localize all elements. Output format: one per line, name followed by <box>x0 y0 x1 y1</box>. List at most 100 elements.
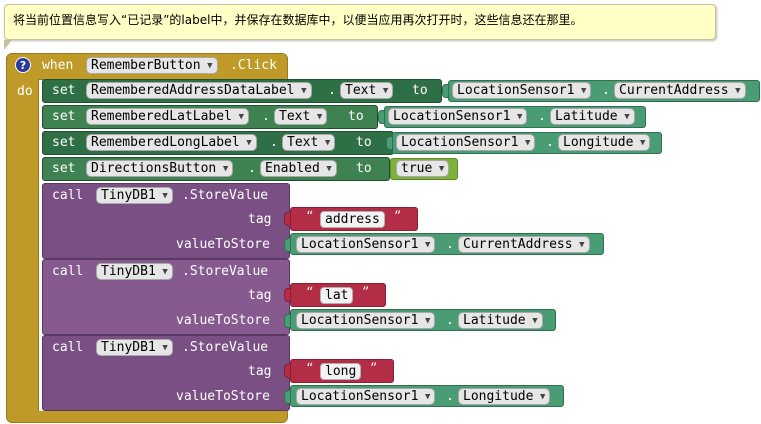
set3-component-label: RememberedLongLabel <box>91 135 240 150</box>
call1-component-dropdown[interactable]: TinyDB1 ▼ <box>96 187 173 204</box>
method-name: .StoreValue <box>182 188 269 203</box>
event-component-dropdown[interactable]: RememberButton ▼ <box>86 57 218 74</box>
chevron-down-icon: ▼ <box>532 316 538 326</box>
chevron-down-icon: ▼ <box>207 61 213 71</box>
chevron-down-icon: ▼ <box>735 86 741 96</box>
comment-bubble[interactable]: 将当前位置信息写入“已记录”的label中，并保存在数据库中，以便当应用再次打开… <box>4 4 716 40</box>
call2-value-component-label: LocationSensor1 <box>301 313 419 328</box>
chevron-down-icon: ▼ <box>540 392 546 402</box>
get1-property-label: CurrentAddress <box>619 83 729 98</box>
tag-label: tag <box>248 288 272 303</box>
close-quote: ” <box>362 285 370 301</box>
value-to-store-label: valueToStore <box>176 313 270 328</box>
dot-separator: . <box>262 109 270 124</box>
get2-property-dropdown[interactable]: Latitude ▼ <box>550 108 635 125</box>
get3-component-label: LocationSensor1 <box>401 135 519 150</box>
chevron-down-icon: ▼ <box>438 164 445 174</box>
getter-plug <box>386 136 394 150</box>
set-keyword: set <box>52 161 76 176</box>
when-keyword: when <box>42 58 74 73</box>
set4-property-dropdown[interactable]: Enabled ▼ <box>260 160 337 177</box>
call2-value-component-dropdown[interactable]: LocationSensor1 ▼ <box>296 312 436 329</box>
boolean-dropdown[interactable]: true ▼ <box>396 160 450 177</box>
call-keyword: call <box>52 188 84 203</box>
open-quote: “ <box>306 209 314 225</box>
call3-value-property-label: Longitude <box>463 389 534 404</box>
dot-separator: . <box>546 135 554 150</box>
getter-plug <box>442 84 450 98</box>
set1-component-dropdown[interactable]: RememberedAddressDataLabel ▼ <box>86 82 312 99</box>
getter-plug <box>378 110 386 124</box>
call2-value-property-dropdown[interactable]: Latitude ▼ <box>458 312 543 329</box>
event-component-label: RememberButton <box>91 58 201 73</box>
call3-value-component-dropdown[interactable]: LocationSensor1 ▼ <box>296 388 436 405</box>
call2-value-property-label: Latitude <box>463 313 526 328</box>
dot-separator: . <box>446 237 454 252</box>
call1-value-property-dropdown[interactable]: CurrentAddress ▼ <box>458 236 590 253</box>
set-keyword: set <box>52 135 76 150</box>
tag-label: tag <box>248 364 272 379</box>
call2-component-label: TinyDB1 <box>101 264 156 279</box>
open-quote: “ <box>306 361 314 377</box>
chevron-down-icon: ▼ <box>222 164 229 174</box>
set4-component-dropdown[interactable]: DirectionsButton ▼ <box>86 160 234 177</box>
getter-plug <box>284 238 292 252</box>
call1-value-component-dropdown[interactable]: LocationSensor1 ▼ <box>296 236 436 253</box>
set-keyword: set <box>52 83 76 98</box>
chevron-down-icon: ▼ <box>424 392 431 402</box>
call-keyword: call <box>52 340 84 355</box>
close-quote: ” <box>394 209 402 225</box>
call1-value-property-label: CurrentAddress <box>463 237 573 252</box>
call1-value-component-label: LocationSensor1 <box>301 237 419 252</box>
chevron-down-icon: ▼ <box>162 267 168 277</box>
method-name: .StoreValue <box>182 264 269 279</box>
chevron-down-icon: ▼ <box>580 86 587 96</box>
comment-tail <box>4 40 12 50</box>
chevron-down-icon: ▼ <box>324 138 331 148</box>
dot-separator: . <box>248 161 256 176</box>
tag-label: tag <box>248 212 272 227</box>
call3-component-dropdown[interactable]: TinyDB1 ▼ <box>96 339 173 356</box>
value-to-store-label: valueToStore <box>176 389 270 404</box>
chevron-down-icon: ▼ <box>301 86 307 96</box>
method-name: .StoreValue <box>182 340 269 355</box>
event-name: .Click <box>230 58 277 73</box>
getter-plug <box>284 390 292 404</box>
set-keyword: set <box>52 109 76 124</box>
chevron-down-icon: ▼ <box>382 86 389 96</box>
get1-property-dropdown[interactable]: CurrentAddress ▼ <box>614 82 746 99</box>
get1-component-dropdown[interactable]: LocationSensor1 ▼ <box>452 82 592 99</box>
call2-component-dropdown[interactable]: TinyDB1 ▼ <box>96 263 173 280</box>
tag-text-field[interactable]: address <box>320 211 385 228</box>
do-keyword: do <box>17 84 33 99</box>
chevron-down-icon: ▼ <box>424 316 431 326</box>
boolean-value-label: true <box>401 161 433 176</box>
dot-separator: . <box>446 389 454 404</box>
dot-separator: . <box>538 109 546 124</box>
set2-component-dropdown[interactable]: RememberedLatLabel ▼ <box>86 108 249 125</box>
chevron-down-icon: ▼ <box>162 191 168 201</box>
chevron-down-icon: ▼ <box>624 112 630 122</box>
call3-value-component-label: LocationSensor1 <box>301 389 419 404</box>
call-keyword: call <box>52 264 84 279</box>
call3-value-property-dropdown[interactable]: Longitude ▼ <box>458 388 551 405</box>
get3-property-label: Longitude <box>563 135 634 150</box>
tag-text-field[interactable]: lat <box>320 287 354 304</box>
get1-component-label: LocationSensor1 <box>457 83 575 98</box>
chevron-down-icon: ▼ <box>238 112 244 122</box>
set2-property-dropdown[interactable]: Text ▼ <box>274 108 328 125</box>
get3-component-dropdown[interactable]: LocationSensor1 ▼ <box>396 134 536 151</box>
help-icon[interactable]: ? <box>15 57 31 73</box>
get3-property-dropdown[interactable]: Longitude ▼ <box>558 134 651 151</box>
chevron-down-icon: ▼ <box>579 240 585 250</box>
dot-separator: . <box>270 135 278 150</box>
set2-property-label: Text <box>279 109 311 124</box>
get2-component-dropdown[interactable]: LocationSensor1 ▼ <box>388 108 528 125</box>
set3-property-dropdown[interactable]: Text ▼ <box>282 134 336 151</box>
set3-property-label: Text <box>287 135 319 150</box>
set3-component-dropdown[interactable]: RememberedLongLabel ▼ <box>86 134 257 151</box>
to-keyword: to <box>356 161 372 176</box>
set1-property-dropdown[interactable]: Text ▼ <box>340 82 394 99</box>
value-to-store-label: valueToStore <box>176 237 270 252</box>
tag-text-field[interactable]: long <box>320 363 362 380</box>
